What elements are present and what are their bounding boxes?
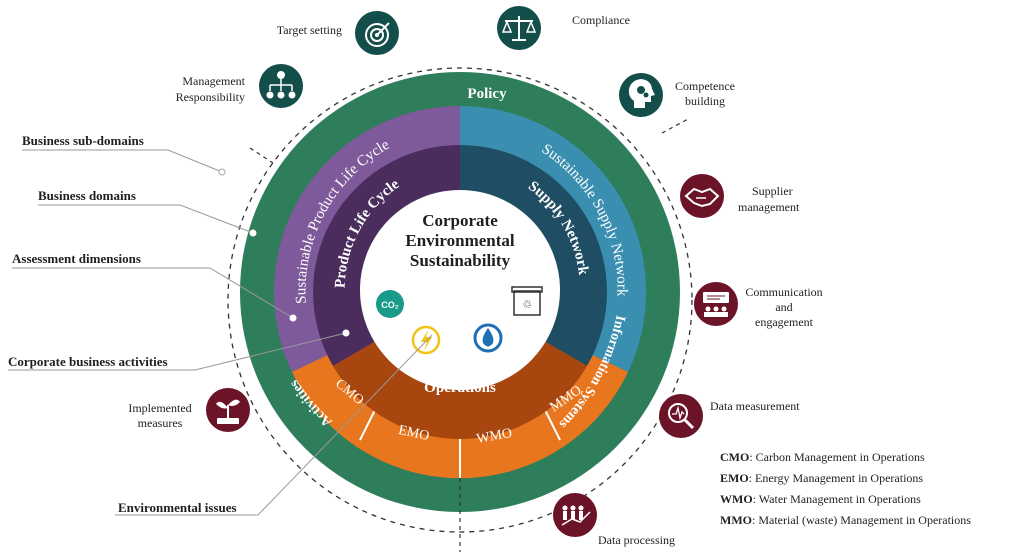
- implemented-measures-label-2: measures: [138, 416, 183, 430]
- supplier-management-label-2: management: [738, 200, 800, 214]
- magnifier-chart-icon: [659, 394, 703, 438]
- co2-icon: CO₂: [376, 290, 404, 318]
- head-gears-icon: [619, 73, 663, 117]
- pointer-dot-activities: [342, 329, 350, 337]
- policy-label: Policy: [467, 86, 507, 102]
- communication-label-2: and: [775, 300, 792, 314]
- icon-connectors: [249, 117, 691, 552]
- communication-label-3: engagement: [755, 315, 814, 329]
- center-title-1: Corporate: [422, 211, 498, 230]
- legend-row: WMO: Water Management in Operations: [720, 492, 921, 506]
- hierarchy-icon: [259, 64, 303, 108]
- pointer-lines: [8, 149, 433, 516]
- communication-icon: [694, 282, 738, 326]
- pointer-dot-domain: [249, 229, 257, 237]
- target-icon: [355, 11, 399, 55]
- ops-segment-emo: EMO: [397, 423, 431, 444]
- operations-label: Operations: [424, 380, 496, 396]
- legend-row: MMO: Material (waste) Management in Oper…: [720, 513, 971, 527]
- label-corporate-business-activities: Corporate business activities: [8, 354, 168, 369]
- label-environmental-issues: Environmental issues: [118, 500, 237, 515]
- scales-icon: [497, 6, 541, 50]
- label-assessment-dimensions: Assessment dimensions: [12, 251, 141, 266]
- pointer-dot-assessment: [289, 314, 297, 322]
- center-title-3: Sustainability: [410, 251, 511, 270]
- target-setting-label: Target setting: [277, 23, 342, 37]
- legend-row: EMO: Energy Management in Operations: [720, 471, 923, 485]
- pointer-dot-subdomain: [218, 168, 226, 176]
- label-business-sub-domains: Business sub-domains: [22, 133, 144, 148]
- svg-text:CO₂: CO₂: [381, 300, 399, 310]
- data-measurement-label: Data measurement: [710, 399, 800, 413]
- management-responsibility-label-2: Responsibility: [176, 90, 245, 104]
- communication-label-1: Communication: [745, 285, 822, 299]
- outer-dashed-circle: [227, 67, 693, 533]
- people-chart-icon: [553, 493, 597, 537]
- waste-icon: ♲: [511, 286, 543, 316]
- compliance-label: Compliance: [572, 13, 630, 27]
- handshake-icon: [680, 174, 724, 218]
- svg-text:♲: ♲: [522, 298, 532, 311]
- supplier-management-label-1: Supplier: [752, 184, 793, 198]
- implemented-measures-label-1: Implemented: [128, 401, 191, 415]
- legend: CMO: Carbon Management in Operations EMO…: [720, 450, 971, 527]
- competence-building-label-1: Competence: [675, 79, 735, 93]
- data-processing-label: Data processing: [598, 533, 675, 547]
- center-title-2: Environmental: [405, 231, 515, 250]
- center-circle: [360, 190, 560, 390]
- label-business-domains: Business domains: [38, 188, 136, 203]
- plant-icon: [206, 388, 250, 432]
- water-icon: [473, 323, 503, 353]
- competence-building-label-2: building: [685, 94, 725, 108]
- legend-row: CMO: Carbon Management in Operations: [720, 450, 925, 464]
- ops-segment-wmo: WMO: [475, 426, 513, 447]
- management-responsibility-label-1: Management: [182, 74, 245, 88]
